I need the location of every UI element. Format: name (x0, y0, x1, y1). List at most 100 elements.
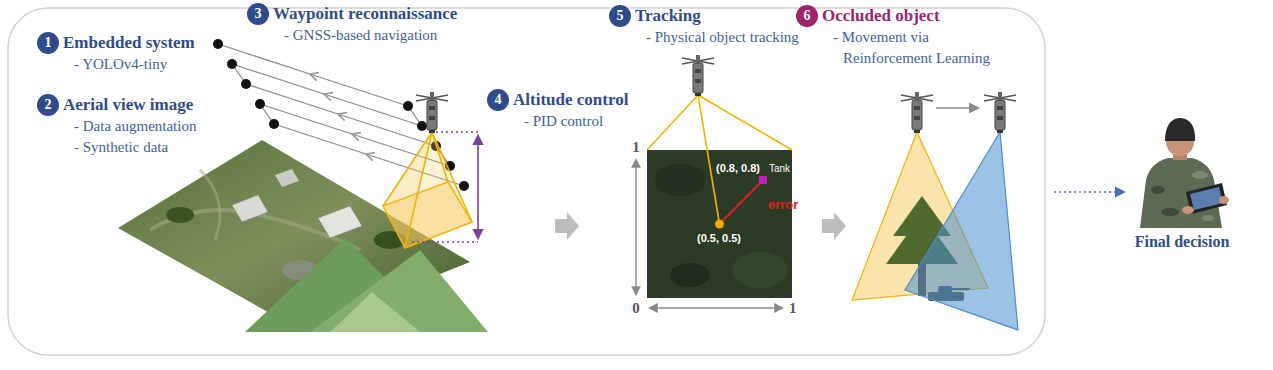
step-number: 5 (609, 5, 631, 27)
step-number: 3 (247, 3, 269, 25)
camera-pyramid (405, 132, 472, 248)
waypoint-dot (403, 101, 413, 111)
aerial-image (166, 207, 194, 223)
step-detail: - Movement via Reinforcement Learning (796, 27, 1008, 69)
operator-figure (1202, 215, 1214, 221)
aerial-image (200, 170, 220, 240)
occlusion-scene (905, 132, 1018, 330)
operator-figure (1151, 186, 1165, 194)
step-number: 2 (37, 94, 59, 116)
outer-panel (8, 8, 1045, 355)
altitude-bracket (436, 131, 478, 133)
tracking-view (759, 176, 767, 184)
step-number: 1 (37, 32, 59, 54)
drone-icon (682, 55, 714, 96)
operator-figure (1219, 196, 1229, 204)
mountains (245, 238, 488, 332)
camera-pyramid (383, 132, 472, 248)
target-label: Tank (769, 163, 790, 175)
axis-arrow (636, 160, 782, 308)
outcome-label: Final decision (1135, 233, 1230, 251)
occlusion-scene (852, 108, 1018, 330)
step-arrow (555, 212, 579, 240)
step-detail: - Physical object tracking (609, 27, 799, 48)
aerial-image (232, 195, 268, 222)
waypoint-dot (417, 121, 427, 131)
camera-pyramid (432, 132, 448, 182)
tracking-view (670, 263, 710, 287)
step-title: Tracking (635, 6, 701, 26)
axis-label: 1 (632, 139, 640, 156)
handoff-arrow (1054, 191, 1124, 193)
mountains (330, 292, 420, 332)
axis-label: 1 (789, 300, 797, 317)
step-detail: - Synthetic data (37, 137, 196, 158)
waypoint-dot (241, 79, 251, 89)
step-heading-row: 4Altitude control (487, 89, 628, 111)
waypoint-path (232, 64, 422, 126)
tracking-view (698, 95, 720, 224)
operator-figure (1182, 206, 1194, 214)
step-number: 6 (796, 5, 818, 27)
waypoint-dot (255, 99, 265, 109)
step-number: 4 (487, 89, 509, 111)
altitude-bracket (412, 132, 478, 242)
step-heading-row: 6Occluded object (796, 5, 1008, 27)
operator-figure (1192, 171, 1208, 179)
aerial-image (275, 169, 299, 187)
waypoint-dot (269, 119, 279, 129)
step-title: Occluded object (822, 6, 940, 26)
step-heading-row: 5Tracking (609, 5, 799, 27)
drone-icon (416, 92, 448, 133)
axis-arrow (635, 160, 636, 294)
altitude-bracket (412, 241, 478, 243)
tracking-view (647, 150, 792, 298)
tracking-view (655, 164, 705, 196)
operator-figure (1140, 158, 1222, 228)
camera-pyramid (383, 132, 472, 248)
altitude-bracket (477, 136, 479, 238)
waypoint-path (246, 84, 436, 146)
operator-figure (1140, 118, 1229, 228)
tracking-view (715, 220, 724, 229)
step-item: 4Altitude control- PID control (487, 89, 628, 132)
step-heading-row: 3Waypoint reconnaissance (247, 3, 457, 25)
step-detail: - YOLOv4-tiny (37, 54, 195, 75)
step-item: 3Waypoint reconnaissance- GNSS-based nav… (247, 3, 457, 46)
step-detail: - Data augmentation (37, 116, 196, 137)
aerial-image (318, 206, 362, 238)
camera-pyramid (432, 132, 472, 222)
tracking-view (732, 252, 788, 288)
step-item: 1Embedded system- YOLOv4-tiny (37, 32, 195, 75)
step-heading-row: 1Embedded system (37, 32, 195, 54)
waypoint-dot (213, 39, 223, 49)
error-label: error (768, 198, 798, 213)
occlusion-scene (936, 107, 978, 109)
camera-pyramid (405, 132, 432, 248)
operator-figure (1165, 118, 1195, 141)
drone-icon (901, 92, 933, 133)
step-item: 6Occluded object- Movement via Reinforce… (796, 5, 1008, 69)
step-heading-row: 2Aerial view image (37, 94, 196, 116)
camera-pyramid (383, 132, 432, 206)
step-detail: - GNSS-based navigation (247, 25, 457, 46)
axis-label: 0 (632, 300, 640, 317)
step-title: Aerial view image (63, 95, 193, 115)
axis-arrow (650, 307, 782, 308)
step-title: Embedded system (63, 33, 195, 53)
waypoint-dot (227, 59, 237, 69)
waypoint-path (218, 44, 408, 106)
tracking-view (647, 95, 792, 298)
waypoint-dot (459, 181, 469, 191)
drone-icon (984, 92, 1016, 133)
operator-figure (1190, 187, 1223, 210)
step-item: 5Tracking- Physical object tracking (609, 5, 799, 48)
tracking-view (720, 180, 764, 224)
step-item: 2Aerial view image- Data augmentation- S… (37, 94, 196, 158)
step-title: Waypoint reconnaissance (273, 4, 457, 24)
tracking-view (698, 95, 792, 150)
coordinate-label: (0.5, 0.5) (697, 232, 741, 245)
step-detail: - PID control (487, 111, 628, 132)
step-title: Altitude control (513, 90, 628, 110)
